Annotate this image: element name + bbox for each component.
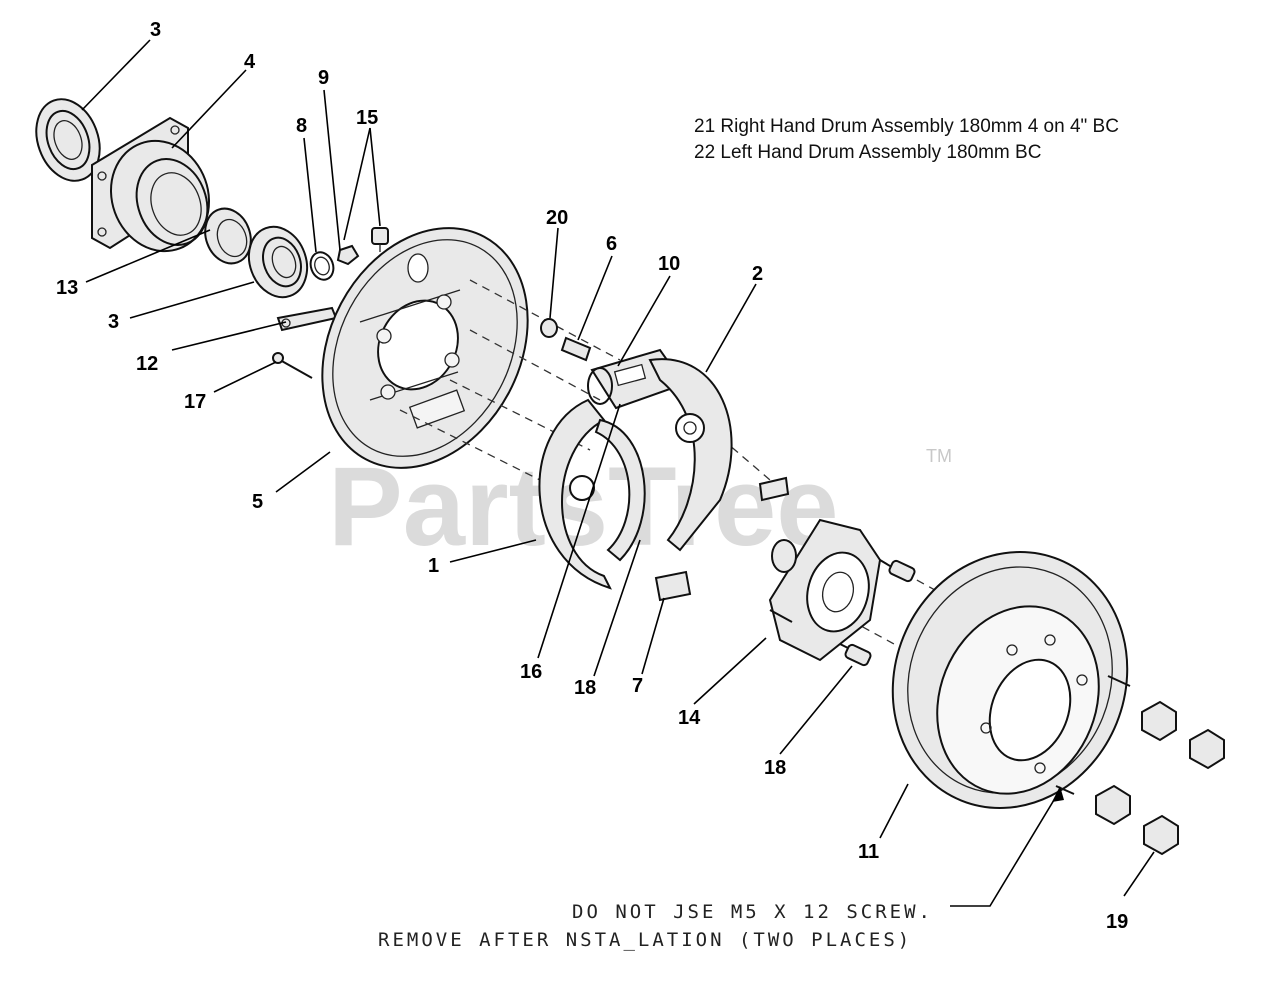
callout-2: 2	[752, 263, 763, 285]
callout-12: 12	[136, 353, 158, 375]
watermark-tm: TM	[926, 446, 952, 466]
note-line-2: REMOVE AFTER NSTA_LATION (TWO PLACES)	[378, 929, 912, 951]
backing-plate-part-5[interactable]	[282, 192, 568, 504]
callout-10: 10	[658, 253, 680, 275]
callout-5: 5	[252, 491, 263, 513]
screw-m5-lower[interactable]	[1055, 785, 1075, 795]
clip-part-7[interactable]	[654, 570, 692, 602]
lug-nut-part-19-d[interactable]	[1143, 814, 1179, 856]
snap-ring-part-8[interactable]	[307, 249, 337, 283]
lever-part-12[interactable]	[276, 306, 338, 332]
callout-18-shoe: 18	[574, 677, 596, 699]
callout-3-top: 3	[150, 19, 161, 41]
callout-11: 11	[858, 841, 879, 863]
callout-16: 16	[520, 661, 542, 683]
callout-13: 13	[56, 277, 78, 299]
callout-19: 19	[1106, 911, 1128, 933]
legend-line-22: 22 Left Hand Drum Assembly 180mm BC	[694, 142, 1041, 163]
callout-3-lower: 3	[108, 311, 119, 333]
spacer-part-13[interactable]	[198, 202, 258, 270]
pin-part-17[interactable]	[272, 352, 313, 379]
callout-20: 20	[546, 207, 568, 229]
bearing-housing-part-4[interactable]	[91, 116, 224, 265]
callout-18-hub: 18	[764, 757, 786, 779]
callout-1: 1	[428, 555, 439, 577]
bearing-part-3-top[interactable]	[25, 90, 110, 189]
clip-part-18-shoe[interactable]	[758, 476, 790, 502]
callout-15: 15	[356, 107, 378, 129]
brake-shoe-part-1[interactable]	[538, 398, 646, 590]
leader-lines	[81, 39, 1155, 907]
callout-17: 17	[184, 391, 206, 413]
plug-part-20[interactable]	[540, 318, 558, 338]
screw-m5-upper[interactable]	[1107, 675, 1131, 687]
callout-14: 14	[678, 707, 701, 729]
callout-4: 4	[244, 51, 256, 73]
callout-7: 7	[632, 675, 643, 697]
nut-part-9[interactable]	[336, 244, 360, 266]
lug-nut-part-19-c[interactable]	[1095, 784, 1131, 826]
lug-nut-part-19-b[interactable]	[1189, 728, 1225, 770]
bleeder-part-6[interactable]	[560, 336, 592, 362]
lug-nut-part-19-a[interactable]	[1141, 700, 1177, 742]
brake-shoe-part-2[interactable]	[648, 358, 733, 552]
legend-line-21: 21 Right Hand Drum Assembly 180mm 4 on 4…	[694, 116, 1119, 137]
bolt-part-15[interactable]	[371, 227, 389, 252]
callout-8: 8	[296, 115, 307, 137]
hub-part-14[interactable]	[768, 518, 916, 667]
callout-6: 6	[606, 233, 617, 255]
brake-drum-part-11[interactable]	[855, 516, 1166, 843]
callout-9: 9	[318, 67, 329, 89]
bearing-part-3-lower[interactable]	[239, 219, 316, 306]
note-line-1: DO NOT JSE M5 X 12 SCREW.	[572, 901, 933, 923]
